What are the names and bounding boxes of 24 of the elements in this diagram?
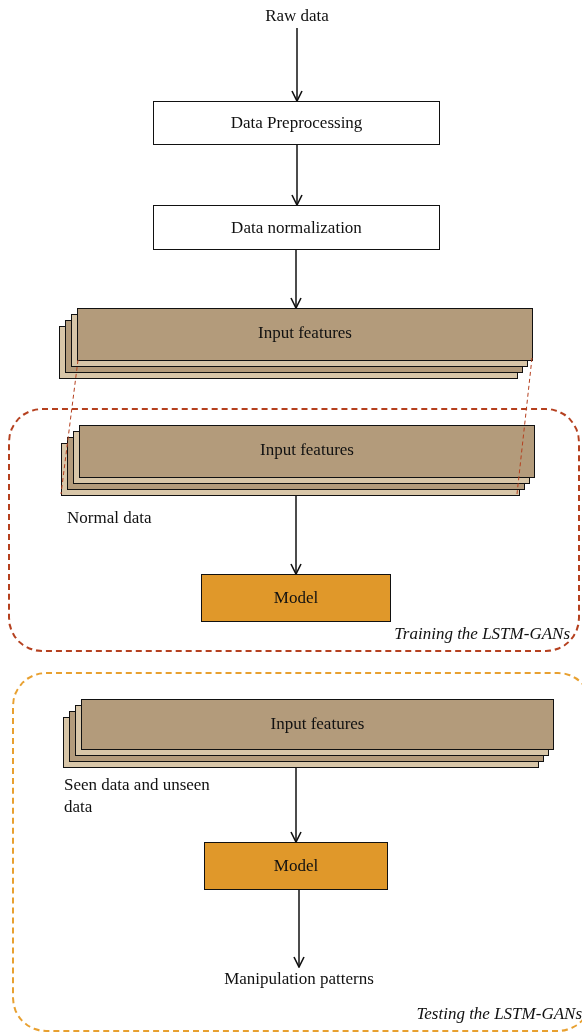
process-box: Model: [204, 842, 388, 890]
group-caption: Testing the LSTM-GANs: [416, 1004, 582, 1024]
arrow: [291, 144, 303, 206]
connector-line: [60, 359, 79, 495]
side-caption: Seen data and unseen data: [64, 774, 211, 819]
stack-label: Input features: [257, 322, 353, 344]
flow-text: Manipulation patterns: [199, 967, 399, 991]
stacked-boxes: [59, 308, 533, 379]
group-caption: Training the LSTM-GANs: [394, 624, 570, 644]
process-box: Model: [201, 574, 391, 622]
stack-label: Input features: [269, 713, 366, 735]
arrow: [291, 27, 303, 102]
arrow: [290, 249, 302, 309]
arrow: [293, 889, 305, 968]
arrow: [290, 767, 302, 843]
stack-label: Input features: [259, 439, 355, 461]
connector-line: [516, 357, 533, 495]
dashed-group-frame: [12, 672, 582, 1032]
process-box: Data Preprocessing: [153, 101, 440, 145]
flow-text: Raw data: [247, 4, 347, 28]
arrow: [290, 495, 302, 575]
process-box: Data normalization: [153, 205, 440, 250]
side-caption: Normal data: [67, 507, 152, 529]
dashed-group-frame: [8, 408, 580, 652]
